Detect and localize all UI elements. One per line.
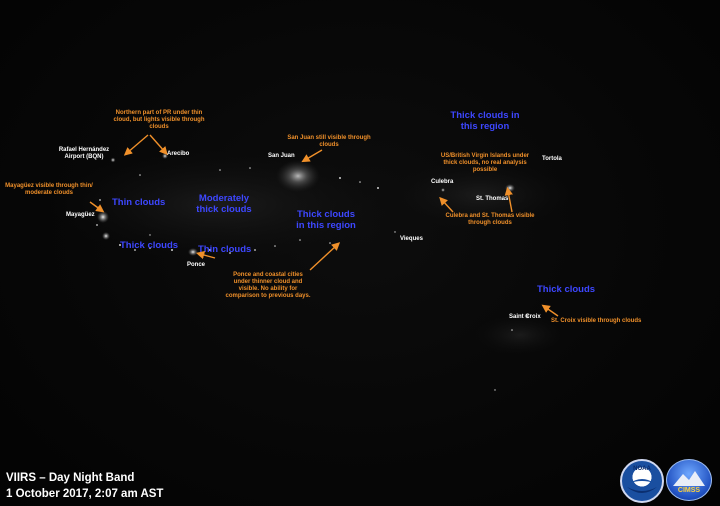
scattered-light-dots — [96, 167, 513, 391]
airport-lights — [110, 157, 116, 163]
note-virgin-islands: US/British Virgin Islands under thick cl… — [440, 153, 530, 173]
label-vieques: Vieques — [400, 236, 423, 242]
cloud-label-thick-south: Thick clouds — [120, 240, 179, 251]
cloud-label-thick-center: Thick clouds in this region — [296, 209, 356, 231]
label-ponce: Ponce — [187, 262, 206, 268]
cloud-label-thin-south: Thin clouds — [198, 244, 252, 255]
label-saint-croix: Saint Croix — [509, 314, 541, 320]
ponce-lights — [188, 248, 198, 256]
cimss-logo: CIMSS — [666, 459, 712, 501]
noaa-logo: NOAA — [620, 459, 664, 503]
note-mayaguez: Mayagüez visible through thin/ moderate … — [5, 183, 93, 196]
caption-datetime: 1 October 2017, 2:07 am AST — [6, 488, 164, 500]
cloud-label-moderate: Moderately thick clouds — [196, 193, 252, 215]
note-northern-pr: Northern part of PR under thin cloud, bu… — [113, 110, 205, 130]
label-st-thomas: St. Thomas — [476, 196, 509, 202]
note-st-croix: St. Croix visible through clouds — [551, 318, 642, 324]
label-culebra: Culebra — [431, 179, 454, 185]
st-thomas-lights — [505, 184, 515, 192]
image-caption: VIIRS – Day Night Band 1 October 2017, 2… — [6, 470, 163, 502]
label-tortola: Tortola — [542, 156, 562, 162]
note-san-juan: San Juan still visible through clouds — [287, 135, 371, 148]
st-croix-lights — [524, 313, 530, 319]
label-san-juan: San Juan — [268, 153, 295, 159]
seagull-icon — [627, 479, 657, 493]
st-croix-haze — [475, 315, 565, 355]
virgin-islands-haze — [390, 160, 570, 230]
culebra-lights — [441, 188, 445, 192]
noaa-logo-text: NOAA — [633, 466, 651, 472]
note-culebra-st-thomas: Culebra and St. Thomas visible through c… — [445, 213, 535, 226]
note-ponce: Ponce and coastal cities under thinner c… — [225, 272, 311, 299]
mountain-icon — [673, 471, 705, 486]
mayaguez-lights — [97, 211, 109, 223]
san-juan-lights — [276, 160, 320, 192]
label-mayaguez: Mayagüez — [66, 212, 95, 218]
cloud-label-thick-east: Thick clouds in this region — [450, 110, 520, 132]
cloud-label-thin-west: Thin clouds — [112, 197, 166, 208]
cimss-logo-text: CIMSS — [677, 487, 701, 494]
caption-product: VIIRS – Day Night Band — [6, 472, 135, 484]
cloud-label-thick-st-croix: Thick clouds — [537, 284, 596, 295]
label-arecibo: Arecibo — [167, 151, 190, 157]
mayaguez-lights-2 — [102, 232, 110, 240]
label-rafael-hernandez-airport: Rafael Hernández Airport (BQN) — [58, 147, 110, 160]
